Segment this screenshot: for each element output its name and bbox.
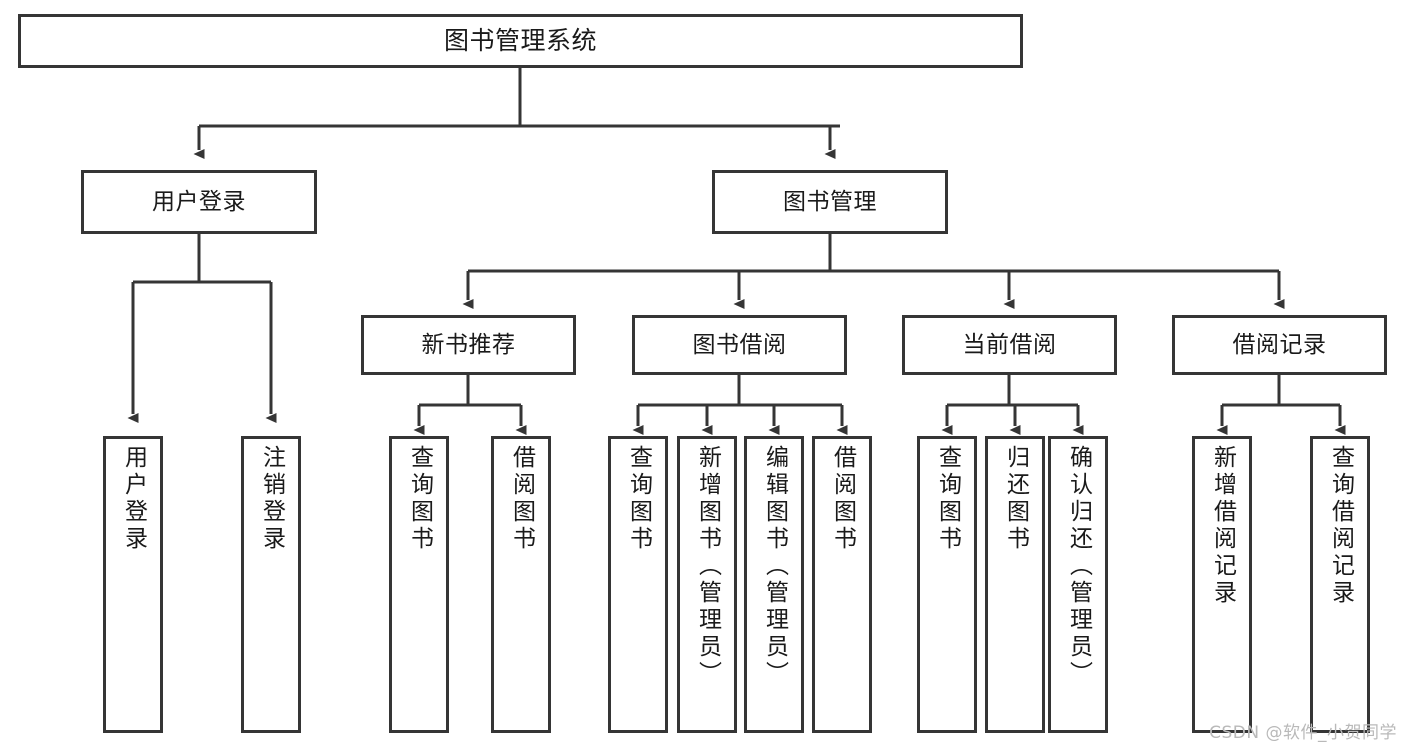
leaf-query-borrow-record-label: 查询借阅记录 — [1327, 445, 1354, 607]
leaf-query-book-3[interactable]: 查询图书 — [917, 436, 977, 733]
leaf-edit-book-label: 编辑图书（管理员） — [761, 445, 788, 688]
leaf-edit-book[interactable]: 编辑图书（管理员） — [744, 436, 804, 733]
leaf-borrow-book-2-label: 借阅图书 — [829, 445, 856, 553]
leaf-borrow-book-1-label: 借阅图书 — [508, 445, 535, 553]
node-current-borrow[interactable]: 当前借阅 — [902, 315, 1117, 375]
node-root-label: 图书管理系统 — [443, 25, 597, 55]
node-new-book-recommend-label: 新书推荐 — [421, 331, 516, 358]
leaf-confirm-return[interactable]: 确认归还（管理员） — [1048, 436, 1108, 733]
leaf-confirm-return-label: 确认归还（管理员） — [1065, 445, 1092, 688]
leaf-return-book-label: 归还图书 — [1002, 445, 1029, 553]
node-user-login-label: 用户登录 — [152, 188, 246, 215]
leaf-add-book-label: 新增图书（管理员） — [694, 445, 721, 688]
leaf-borrow-book-2[interactable]: 借阅图书 — [812, 436, 872, 733]
leaf-user-login-label: 用户登录 — [120, 445, 147, 553]
leaf-query-book-2[interactable]: 查询图书 — [608, 436, 668, 733]
node-book-management-label: 图书管理 — [783, 188, 877, 215]
node-book-borrow[interactable]: 图书借阅 — [632, 315, 847, 375]
leaf-query-book-1[interactable]: 查询图书 — [389, 436, 449, 733]
node-new-book-recommend[interactable]: 新书推荐 — [361, 315, 576, 375]
leaf-add-borrow-record-label: 新增借阅记录 — [1209, 445, 1236, 607]
leaf-add-borrow-record[interactable]: 新增借阅记录 — [1192, 436, 1252, 733]
node-book-borrow-label: 图书借阅 — [692, 331, 787, 358]
leaf-query-book-2-label: 查询图书 — [625, 445, 652, 553]
watermark: CSDN @软件_小贺同学 — [1209, 723, 1397, 743]
leaf-return-book[interactable]: 归还图书 — [985, 436, 1045, 733]
node-current-borrow-label: 当前借阅 — [962, 331, 1057, 358]
node-root[interactable]: 图书管理系统 — [18, 14, 1023, 68]
node-borrow-record[interactable]: 借阅记录 — [1172, 315, 1387, 375]
leaf-logout-login-label: 注销登录 — [258, 445, 285, 553]
leaf-add-book[interactable]: 新增图书（管理员） — [677, 436, 737, 733]
node-user-login[interactable]: 用户登录 — [81, 170, 317, 234]
leaf-user-login[interactable]: 用户登录 — [103, 436, 163, 733]
leaf-query-borrow-record[interactable]: 查询借阅记录 — [1310, 436, 1370, 733]
leaf-query-book-3-label: 查询图书 — [934, 445, 961, 553]
leaf-borrow-book-1[interactable]: 借阅图书 — [491, 436, 551, 733]
node-book-management[interactable]: 图书管理 — [712, 170, 948, 234]
leaf-query-book-1-label: 查询图书 — [406, 445, 433, 553]
leaf-logout-login[interactable]: 注销登录 — [241, 436, 301, 733]
node-borrow-record-label: 借阅记录 — [1232, 331, 1327, 358]
